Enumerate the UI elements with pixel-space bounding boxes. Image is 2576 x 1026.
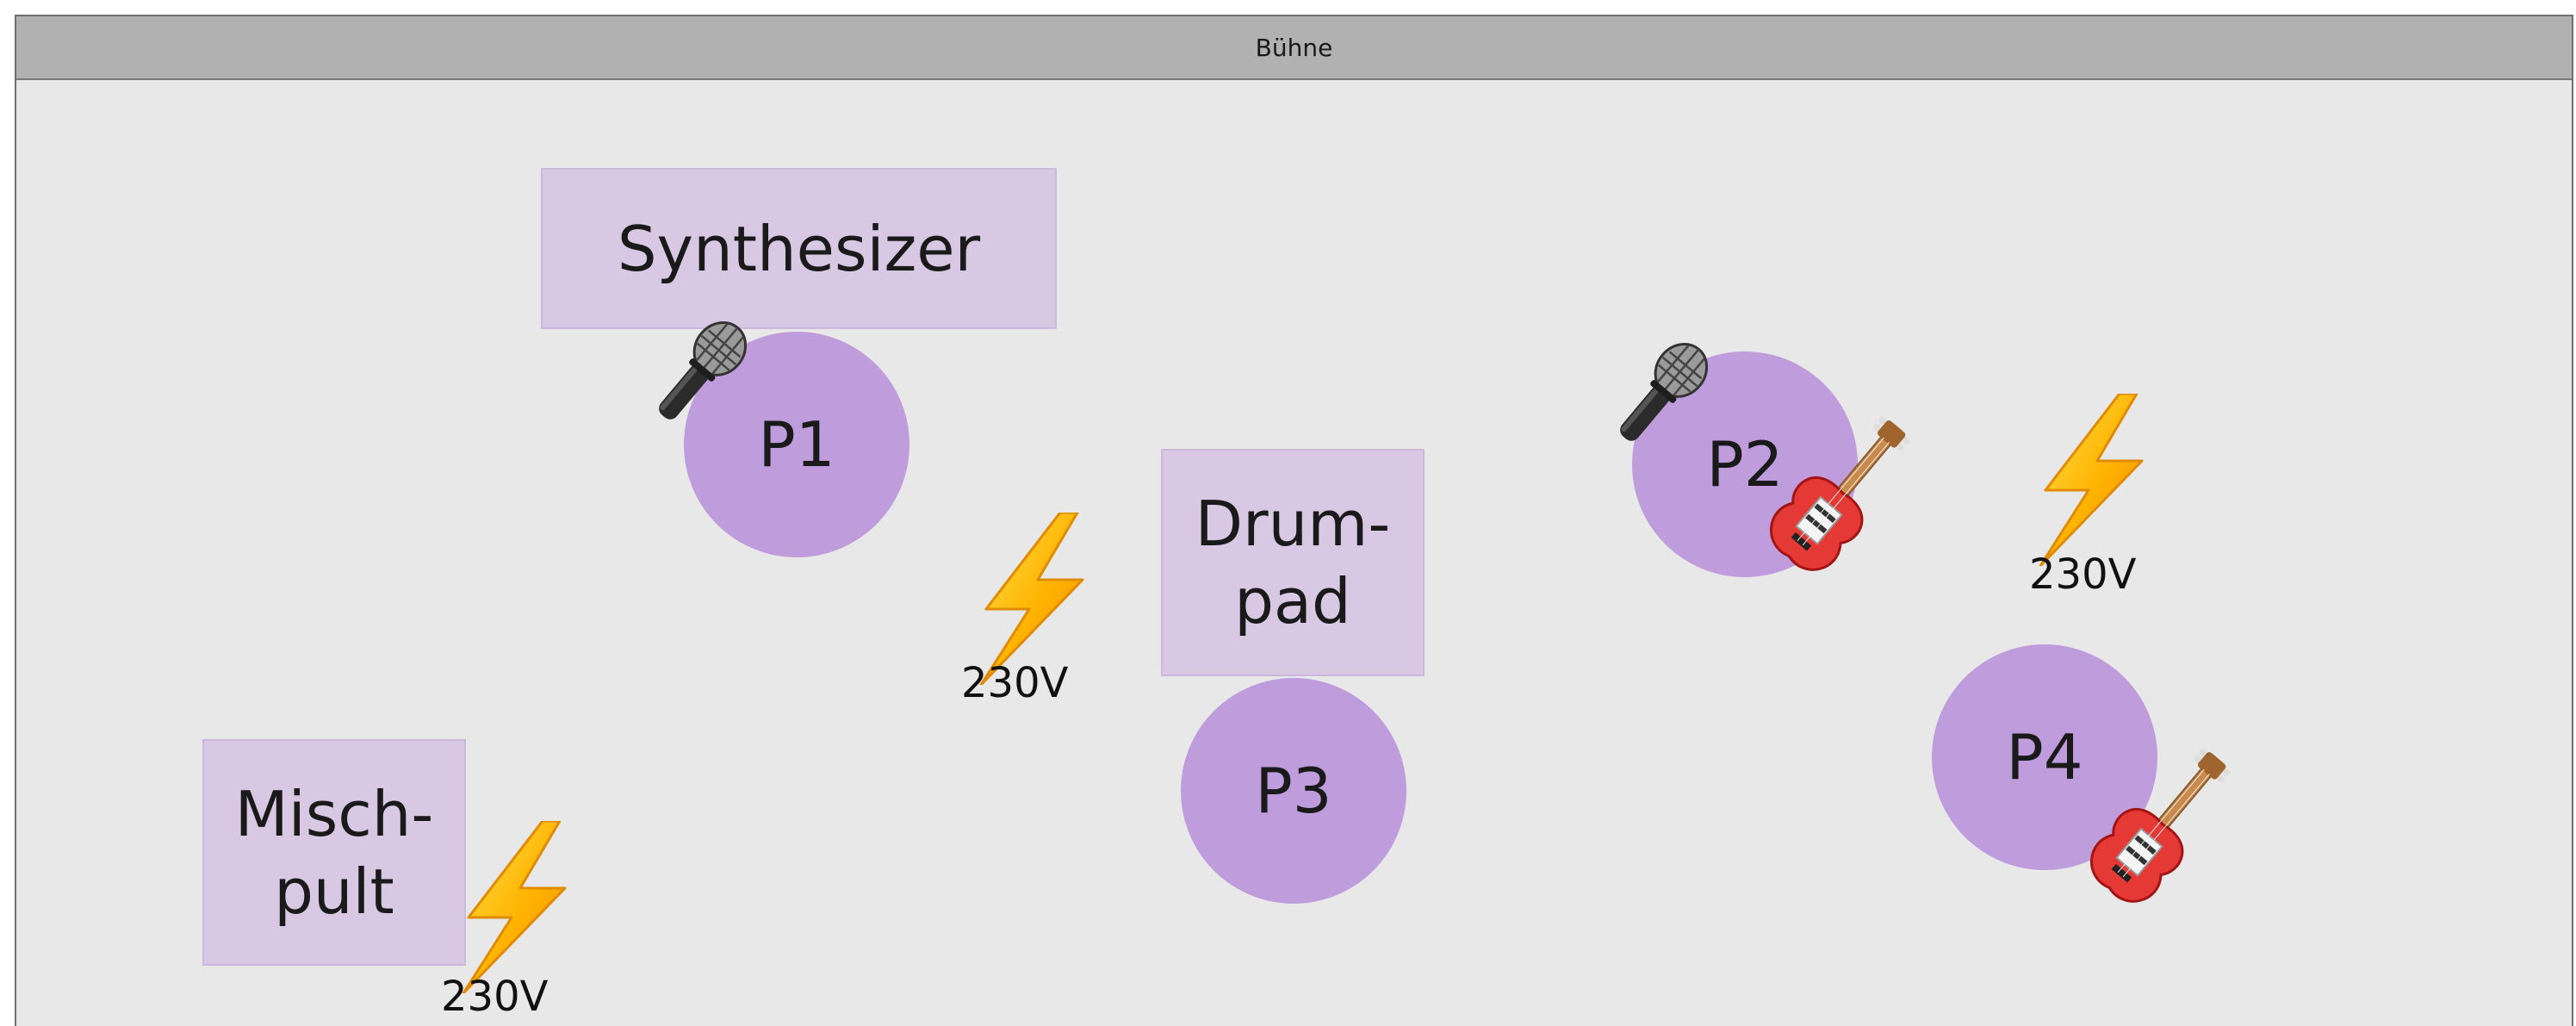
performer-p3[interactable]: P3	[1181, 678, 1406, 904]
microphone-icon	[1602, 333, 1723, 453]
stage-frame: Bühne Synthesizer Drum- pad Misch- pult …	[15, 15, 2573, 1026]
drumpad-box[interactable]: Drum- pad	[1161, 449, 1425, 676]
power-label: 230V	[961, 659, 1069, 707]
lightning-bolt-icon	[2027, 394, 2156, 566]
microphone-icon	[641, 311, 761, 432]
power-label: 230V	[441, 973, 549, 1021]
lightning-bolt-icon	[450, 821, 579, 993]
power-label: 230V	[2029, 550, 2137, 599]
guitar-icon	[1756, 407, 1928, 579]
synthesizer-box[interactable]: Synthesizer	[541, 168, 1057, 329]
guitar-icon	[2076, 738, 2249, 911]
stage-title: Bühne	[16, 16, 2572, 80]
stage-area: Synthesizer Drum- pad Misch- pult P1 P2 …	[16, 80, 2572, 1026]
mischpult-box[interactable]: Misch- pult	[202, 739, 466, 966]
